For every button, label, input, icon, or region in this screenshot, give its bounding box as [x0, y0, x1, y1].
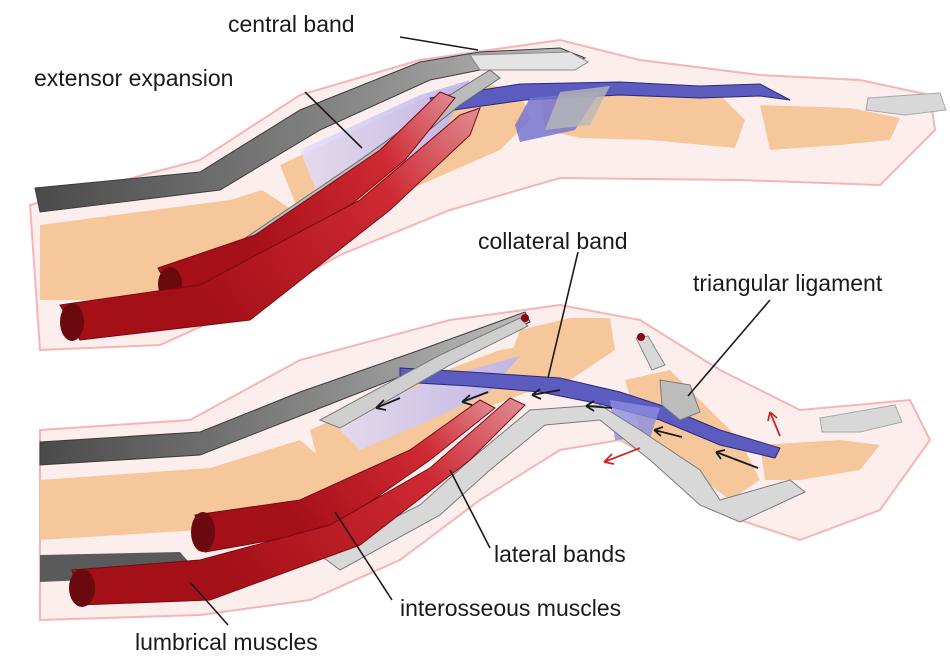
label-collateral-band: collateral band — [478, 228, 628, 254]
bottom-interosseous-muscle-end — [191, 512, 215, 552]
label-interosseous-muscles: interosseous muscles — [400, 595, 621, 621]
leader-central-band — [400, 37, 478, 50]
bottom-stub-cap — [637, 333, 645, 341]
label-lumbrical-muscles: lumbrical muscles — [135, 629, 318, 655]
top-lumbrical-muscle-end — [60, 303, 84, 341]
arrow-icon — [604, 448, 640, 464]
top-central-band-tendon — [470, 52, 588, 70]
bottom-lateral-cap — [521, 314, 529, 322]
label-central-band: central band — [228, 11, 355, 37]
label-extensor-expansion: extensor expansion — [34, 65, 233, 91]
bottom-lumbrical-muscle-end — [69, 569, 95, 607]
label-lateral-bands: lateral bands — [494, 541, 626, 567]
bottom-finger — [40, 305, 930, 620]
label-triangular-ligament: triangular ligament — [693, 270, 883, 296]
